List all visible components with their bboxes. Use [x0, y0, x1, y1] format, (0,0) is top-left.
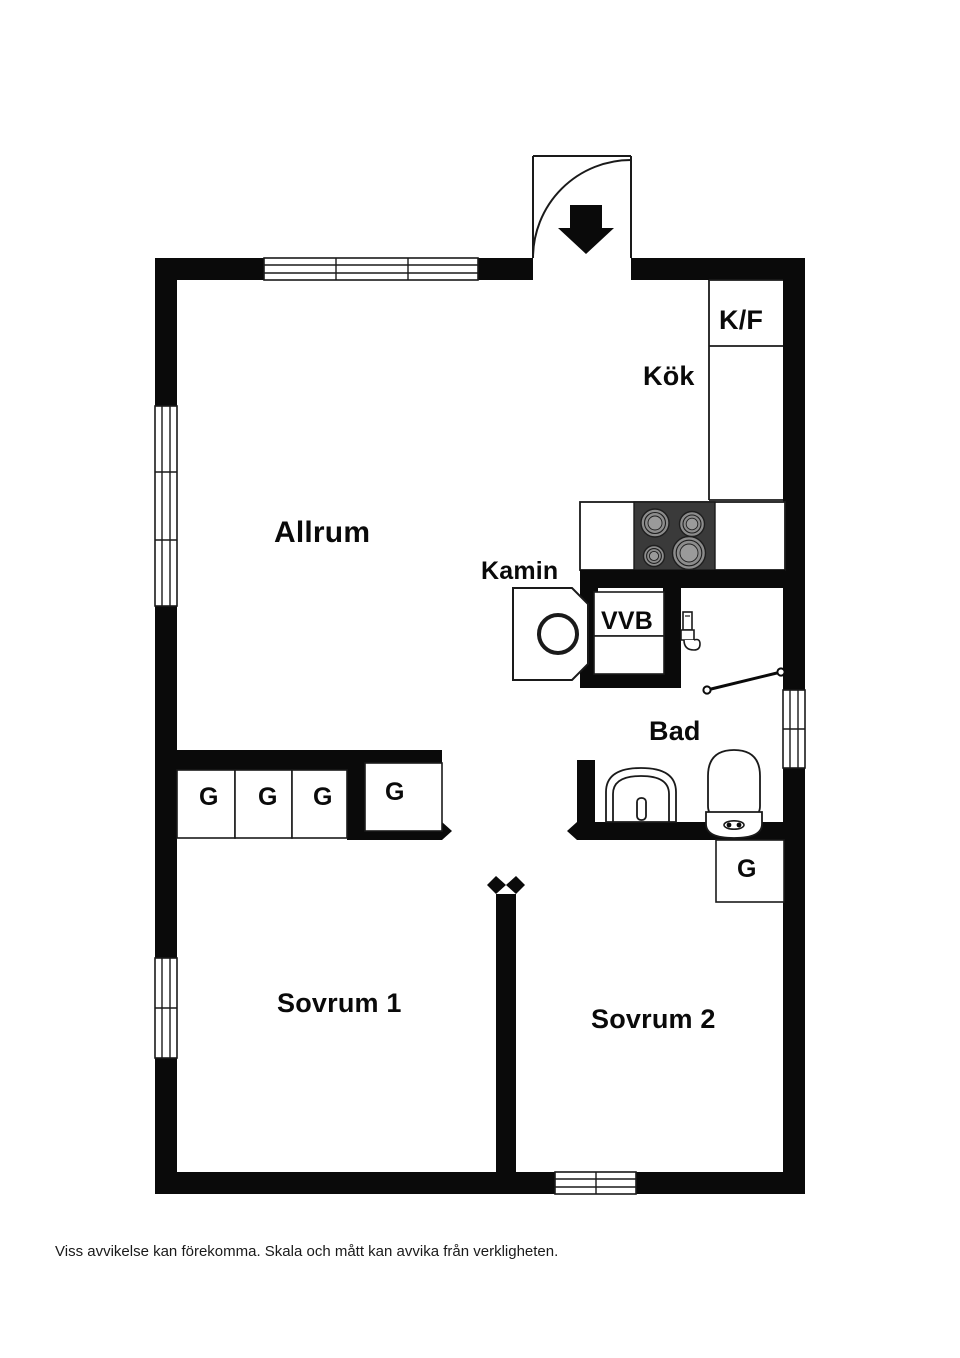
fireplace-kamin-icon	[512, 587, 589, 681]
room-label-kamin: Kamin	[481, 557, 559, 585]
window-north	[263, 257, 479, 281]
closet-label-g3: G	[313, 783, 333, 811]
water-heater-vvb-box	[593, 591, 665, 675]
utility-fixture-icon	[680, 611, 701, 651]
entrance-direction-arrow-icon	[558, 205, 614, 254]
interior-walls	[177, 570, 785, 1184]
room-label-allrum: Allrum	[274, 516, 371, 549]
room-label-sovrum-2: Sovrum 2	[591, 1004, 716, 1034]
room-label-kf: K/F	[719, 305, 764, 335]
kitchen-counter-outline	[708, 279, 783, 501]
closet-boxes	[176, 762, 785, 903]
exterior-walls	[155, 258, 805, 1194]
window-west-lower	[154, 957, 178, 1059]
closet-label-g4: G	[385, 778, 405, 806]
closet-label-g2: G	[258, 783, 278, 811]
window-east	[782, 689, 806, 769]
disclaimer-caption: Viss avvikelse kan förekomma. Skala och …	[55, 1243, 559, 1260]
bathroom-sliding-door-icon[interactable]	[702, 667, 786, 695]
room-label-vvb: VVB	[601, 607, 654, 635]
window-south	[554, 1171, 637, 1195]
closet-label-g5: G	[737, 855, 757, 883]
toilet-icon	[705, 749, 763, 839]
room-label-kok: Kök	[643, 361, 695, 391]
window-west-upper	[154, 405, 178, 607]
stove-icon	[633, 501, 716, 571]
bathroom-sink-icon	[605, 767, 677, 823]
room-label-bad: Bad	[649, 716, 701, 746]
closet-label-g1: G	[199, 783, 219, 811]
entrance-vestibule-frame	[532, 155, 632, 258]
room-label-sovrum-1: Sovrum 1	[277, 988, 402, 1018]
door-jamb-markers	[442, 822, 577, 894]
entrance-door-arc	[532, 159, 632, 259]
